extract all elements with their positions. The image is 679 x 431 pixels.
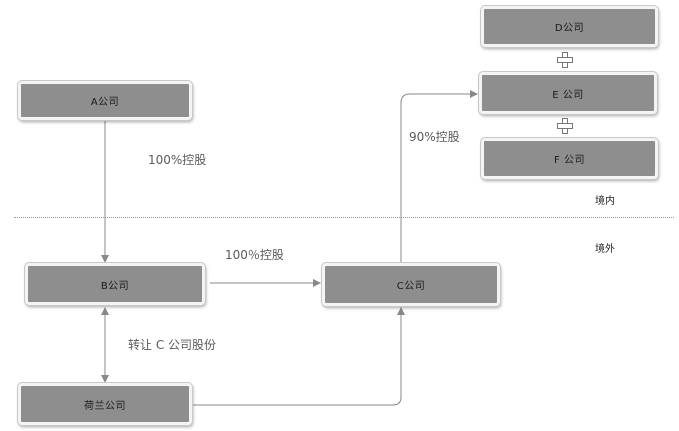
label-holland-b: 转让 C 公司股份 [128, 338, 217, 352]
label-a-to-b: 100%控股 [148, 153, 207, 167]
label-b-to-c: 100％控股 [225, 248, 284, 262]
company-e-label: E 公司 [552, 89, 584, 101]
company-b-node[interactable]: B公司 [25, 263, 205, 305]
company-f-node[interactable]: F 公司 [481, 138, 658, 179]
plus-connector-e-f-icon [557, 118, 573, 134]
company-f-label: F 公司 [554, 155, 585, 166]
connector-holland-to-c [192, 307, 405, 406]
plus-connector-d-e-icon [557, 52, 573, 68]
company-b-label: B公司 [100, 280, 130, 292]
border-divider [14, 217, 674, 218]
company-d-node[interactable]: D公司 [481, 6, 658, 47]
company-d-label: D公司 [554, 23, 585, 34]
company-c-label: C公司 [396, 281, 426, 292]
company-c-node[interactable]: C公司 [322, 263, 500, 306]
company-a-node[interactable]: A公司 [18, 81, 192, 120]
holland-company-node[interactable]: 荷兰公司 [18, 383, 192, 425]
holland-company-label: 荷兰公司 [84, 400, 126, 412]
connector-c-to-e [400, 90, 478, 262]
company-a-label: A公司 [90, 97, 120, 108]
company-e-node[interactable]: E 公司 [479, 72, 657, 114]
label-c-to-e: 90%控股 [409, 130, 460, 144]
zone-label-overseas: 境外 [595, 244, 615, 255]
zone-label-domestic: 境内 [595, 196, 615, 207]
